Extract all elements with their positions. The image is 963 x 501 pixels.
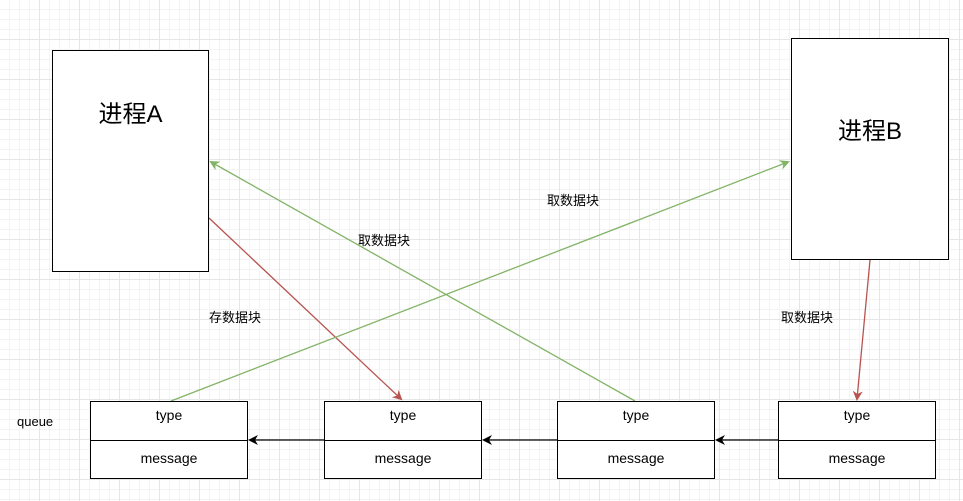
queue-node-message: message xyxy=(828,450,886,466)
queue-node-message: message xyxy=(140,450,198,466)
edge-label-b-fetch-top: 取数据块 xyxy=(547,193,600,208)
edge-label-a-store: 存数据块 xyxy=(209,310,262,325)
queue-node-type: type xyxy=(558,402,714,441)
process-b-box: 进程B xyxy=(791,38,949,260)
queue-label: queue xyxy=(17,414,54,429)
edge-b-fetch-from-queue xyxy=(852,259,871,401)
process-b-label: 进程B xyxy=(837,117,902,145)
edge-queue-to-b-fetch xyxy=(170,160,790,402)
process-a-box: 进程A xyxy=(52,50,209,272)
queue-node-type: type xyxy=(91,402,247,441)
edge-label-b-fetch-side: 取数据块 xyxy=(781,310,834,325)
queue-node-message: message xyxy=(607,450,665,466)
queue-node-2: type message xyxy=(324,401,482,479)
queue-node-type: type xyxy=(779,402,935,441)
queue-node-type: type xyxy=(325,402,481,441)
queue-node-3: type message xyxy=(557,401,715,479)
edge-label-a-fetch: 取数据块 xyxy=(358,233,411,248)
queue-node-4: type message xyxy=(778,401,936,479)
queue-node-message: message xyxy=(374,450,432,466)
queue-node-1: type message xyxy=(90,401,248,479)
process-a-label: 进程A xyxy=(98,100,163,128)
